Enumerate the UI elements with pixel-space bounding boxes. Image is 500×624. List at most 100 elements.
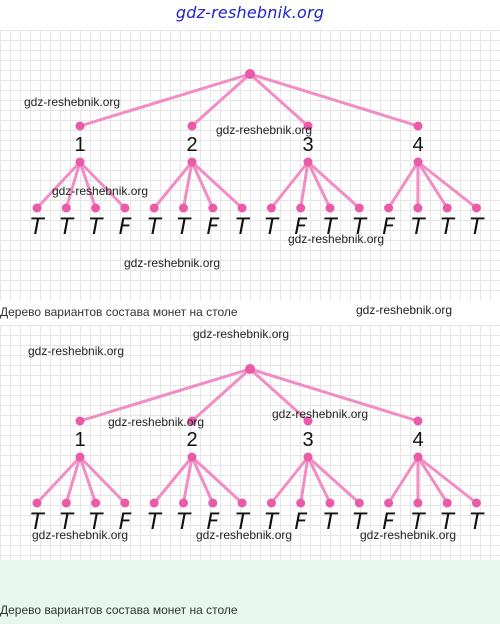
leaf-edge <box>190 455 215 505</box>
leaf-edge <box>78 455 98 505</box>
root-edge <box>248 72 420 128</box>
leaf-edge <box>190 160 244 210</box>
leaf-label: T <box>147 215 162 240</box>
leaf-label: T <box>411 510 426 535</box>
leaf-edge <box>299 160 310 210</box>
leaf-edge <box>182 455 194 505</box>
leaf-node <box>61 203 71 213</box>
leaf-label: F <box>119 215 132 240</box>
tree-edges <box>35 367 478 505</box>
leaf-node <box>413 203 423 213</box>
leaf-node <box>208 498 218 508</box>
leaf-node <box>208 203 218 213</box>
leaf-node <box>32 498 42 508</box>
branch-label: 4 <box>412 429 423 451</box>
tree-edges <box>35 72 478 210</box>
leaf-node <box>296 203 306 213</box>
tree-nodes <box>32 69 481 213</box>
root-edge <box>248 72 310 128</box>
leaf-label: F <box>206 510 219 535</box>
leaf-edge <box>416 455 449 505</box>
leaf-node <box>149 203 159 213</box>
leaf-node <box>442 498 452 508</box>
leaf-edge <box>269 160 310 210</box>
leaf-node <box>296 498 306 508</box>
leaf-edge <box>78 160 98 210</box>
leaf-label: T <box>177 510 192 535</box>
leaf-node <box>120 203 130 213</box>
leaf-label: T <box>30 510 45 535</box>
watermark: gdz-reshebnik.org <box>24 95 121 109</box>
leaf-label: T <box>30 215 45 240</box>
leaf-label: T <box>235 510 250 535</box>
root-edge <box>248 367 310 423</box>
leaf-node <box>61 498 71 508</box>
leaf-label: T <box>147 510 162 535</box>
leaf-label: T <box>265 510 280 535</box>
leaf-label: F <box>294 215 307 240</box>
branch-label: 2 <box>186 134 197 156</box>
leaf-label: T <box>60 215 75 240</box>
watermark: gdz-reshebnik.org <box>356 303 453 317</box>
leaf-label: F <box>382 510 395 535</box>
leaf-node <box>472 498 481 508</box>
branch-node <box>303 416 313 426</box>
leaf-edge <box>35 455 82 505</box>
leaf-node <box>32 203 42 213</box>
leaf-edge <box>152 160 194 210</box>
leaf-label: F <box>119 510 132 535</box>
watermark: gdz-reshebnik.org <box>108 415 205 429</box>
root-edge <box>248 367 420 423</box>
leaf-label: T <box>265 215 280 240</box>
leaf-edge <box>416 160 449 210</box>
site-header-link[interactable]: gdz-reshebnik.org <box>175 3 325 22</box>
leaf-edge <box>182 160 194 210</box>
leaf-node <box>179 498 188 508</box>
watermark: gdz-reshebnik.org <box>32 528 129 542</box>
leaf-label: T <box>89 510 104 535</box>
watermark: gdz-reshebnik.org <box>193 327 290 341</box>
leaf-node <box>354 498 364 508</box>
leaf-node <box>384 203 394 213</box>
leaf-edge <box>416 455 478 505</box>
branch-node <box>303 121 313 131</box>
branch-node <box>187 416 197 426</box>
leaf-edge <box>78 455 127 505</box>
leaf-label: T <box>353 510 368 535</box>
leaf-node <box>325 203 335 213</box>
leaf-label: T <box>60 510 75 535</box>
tree-nodes <box>32 364 481 508</box>
leaf-label: T <box>470 510 485 535</box>
leaf-edge <box>152 455 194 505</box>
branch-label: 1 <box>74 134 85 156</box>
hub-node <box>187 452 197 462</box>
leaf-edge <box>269 455 310 505</box>
leaf-edge <box>64 455 82 505</box>
leaf-edge <box>306 455 332 505</box>
leaf-edge <box>190 455 244 505</box>
leaf-node <box>237 203 247 213</box>
leaf-edge <box>387 455 420 505</box>
leaf-edge <box>78 160 127 210</box>
root-edge <box>78 367 252 423</box>
watermark: gdz-reshebnik.org <box>52 184 149 198</box>
leaf-label: F <box>294 510 307 535</box>
hub-node <box>75 157 85 167</box>
root-edge <box>190 72 252 128</box>
diagram-caption-2: Дерево вариантов состава монет на столе <box>0 603 238 617</box>
leaf-node <box>149 498 159 508</box>
root-node <box>245 69 255 79</box>
leaf-label: T <box>440 510 455 535</box>
hub-node <box>303 452 313 462</box>
watermark: gdz-reshebnik.org <box>216 123 313 137</box>
leaf-node <box>237 498 247 508</box>
leaf-node <box>266 498 276 508</box>
hub-node <box>303 157 313 167</box>
diagram-caption-1: Дерево вариантов состава монет на столе <box>0 305 238 319</box>
leaf-label: T <box>323 510 338 535</box>
leaf-label: T <box>89 215 104 240</box>
watermark: gdz-reshebnik.org <box>288 232 385 246</box>
